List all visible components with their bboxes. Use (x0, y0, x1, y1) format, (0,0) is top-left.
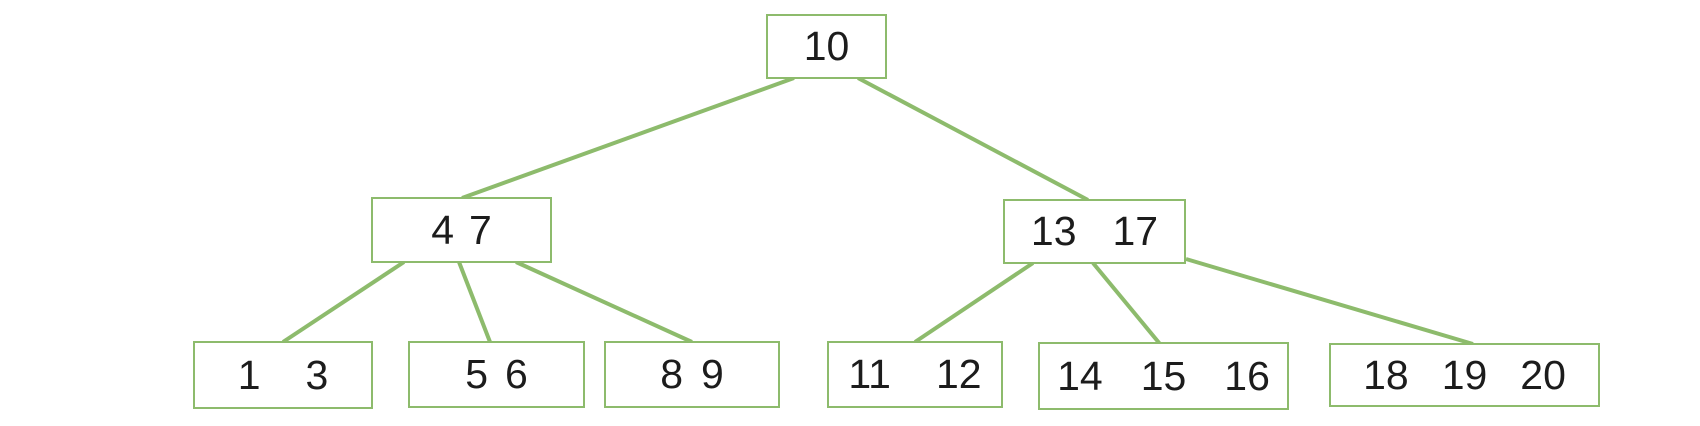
tree-node-11-12: 11 12 (827, 341, 1003, 408)
edge-node-4-7-to-node-5-6 (457, 261, 492, 343)
node-key: 16 (1224, 352, 1270, 399)
node-key: 18 (1363, 351, 1409, 398)
node-key: 3 (305, 351, 329, 398)
node-key: 19 (1441, 351, 1488, 398)
edge-node-13-17-to-node-18-19-20 (1185, 257, 1474, 346)
tree-node-14-15-16: 14 15 16 (1038, 342, 1289, 410)
edge-node-4-7-to-node-1-3 (281, 260, 406, 344)
node-key: 10 (803, 23, 850, 69)
node-key: 13 (1030, 208, 1077, 254)
tree-node-10: 10 (766, 14, 887, 79)
node-key: 7 (469, 206, 492, 253)
edge-node-4-7-to-node-8-9 (515, 260, 693, 344)
node-key: 6 (505, 351, 528, 397)
node-key: 1 (237, 351, 261, 398)
node-key: 9 (701, 351, 724, 397)
edge-node-13-17-to-node-11-12 (913, 261, 1035, 344)
node-key: 20 (1520, 351, 1566, 398)
edge-node-10-to-node-13-17 (857, 76, 1089, 202)
node-key: 5 (465, 351, 488, 397)
node-key: 11 (848, 351, 891, 397)
node-key: 4 (431, 206, 454, 253)
edge-node-13-17-to-node-14-15-16 (1091, 261, 1162, 346)
node-key: 8 (660, 351, 683, 397)
node-key: 15 (1140, 352, 1187, 399)
tree-node-18-19-20: 18 19 20 (1329, 343, 1600, 407)
node-key: 17 (1112, 208, 1159, 254)
node-key: 12 (935, 351, 982, 397)
edge-node-10-to-node-4-7 (461, 76, 795, 200)
tree-node-13-17: 13 17 (1003, 199, 1186, 264)
node-key: 14 (1057, 352, 1103, 399)
